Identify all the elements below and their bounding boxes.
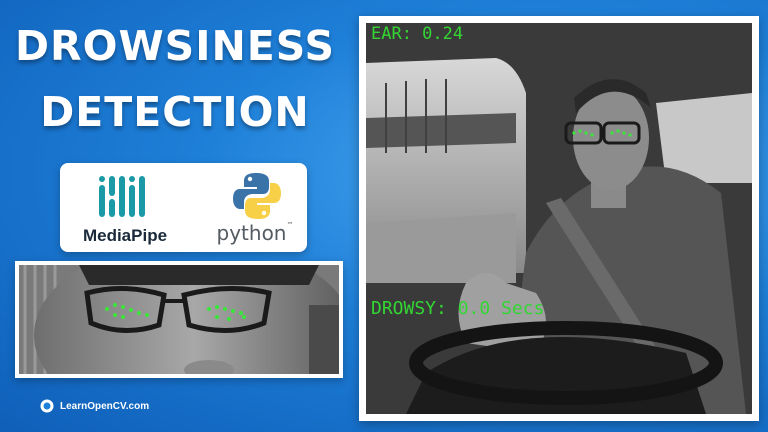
mediapipe-label: MediaPipe [82, 226, 168, 245]
driver-video-frame: EAR: 0.24 DROWSY: 0.0 Secs [359, 16, 759, 421]
learnopencv-logo-icon [40, 399, 54, 413]
python-word: python [216, 221, 287, 245]
python-logo-icon [233, 173, 281, 219]
title-line-2: DETECTION [40, 88, 310, 136]
mediapipe-logo-icon [99, 176, 145, 217]
trademark-mark: ™ [286, 221, 294, 229]
drowsy-timer-readout: DROWSY: 0.0 Secs [371, 298, 545, 319]
eyes-closeup-image [15, 261, 343, 378]
logo-card: MediaPipe python™ [60, 163, 307, 252]
title-line-1: DROWSINESS [14, 22, 335, 70]
ear-readout: EAR: 0.24 [371, 24, 464, 44]
python-label: python™ [210, 221, 300, 245]
brand-label: LearnOpenCV.com [60, 401, 150, 412]
eye-landmarks [105, 303, 246, 321]
